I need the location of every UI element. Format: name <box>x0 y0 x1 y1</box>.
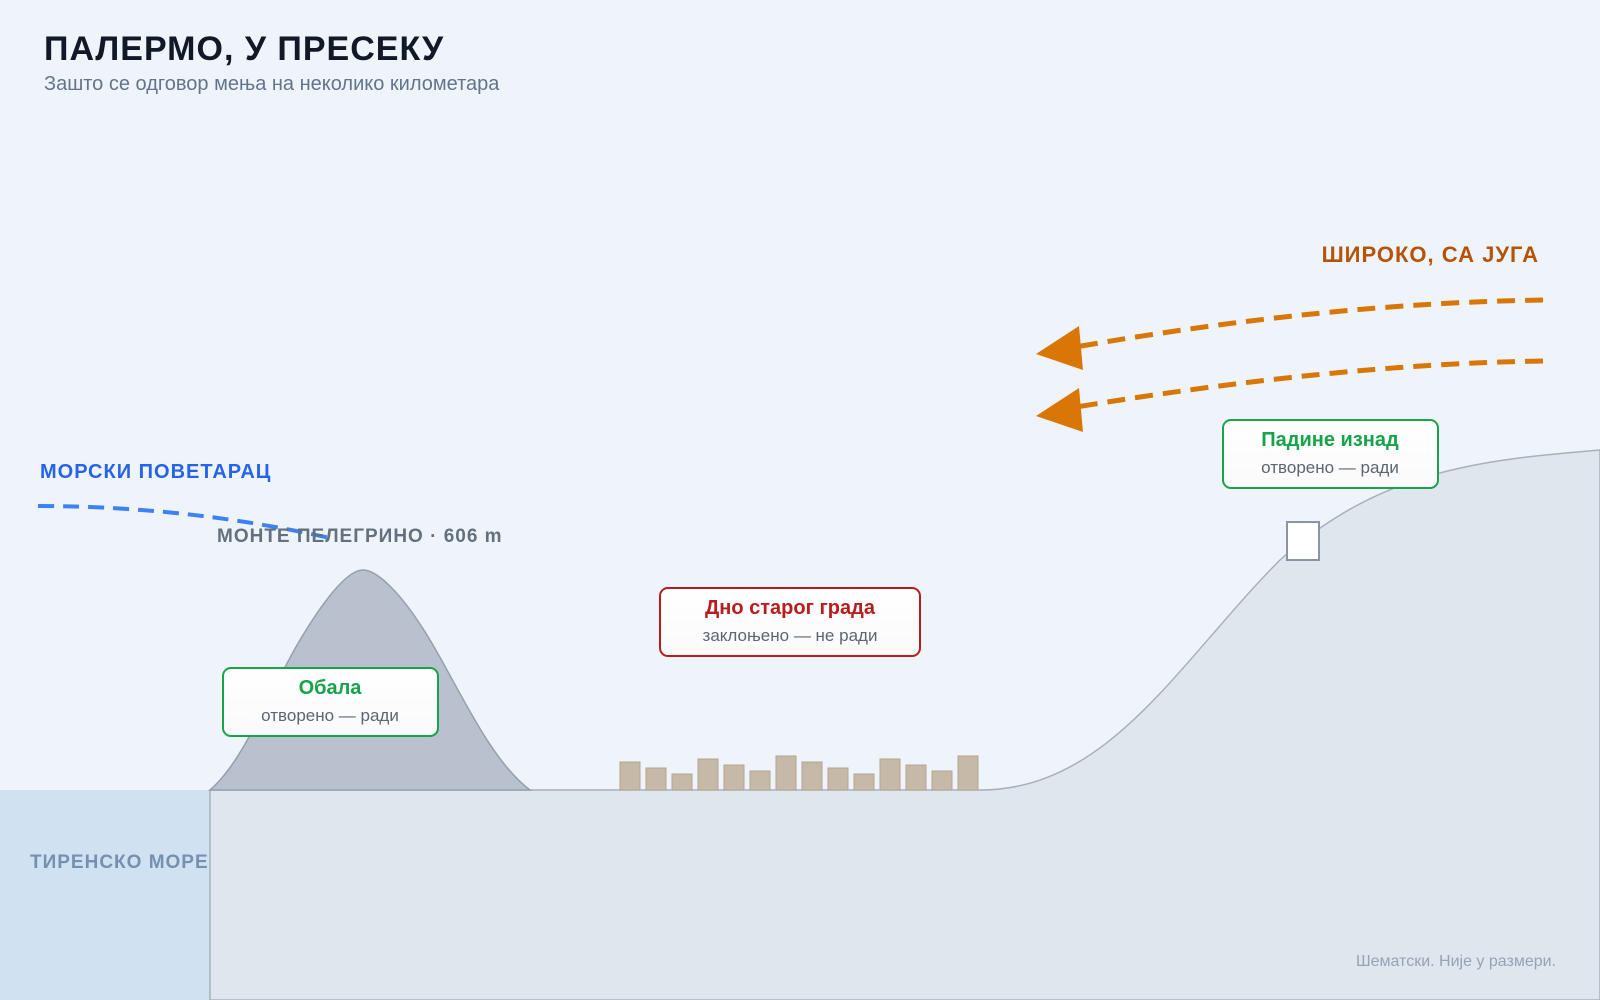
scirocco-arrow-1 <box>1069 297 1544 351</box>
old-town-buildings <box>619 755 979 791</box>
mountain-label: МОНТЕ ПЕЛЕГРИНО · 606 m <box>217 526 503 547</box>
scirocco-arrow-2 <box>1069 358 1544 411</box>
zone-title: Обала <box>299 677 363 699</box>
scirocco-arrowhead-2 <box>1036 388 1083 432</box>
page-subtitle: Зашто се одговор мења на неколико киломе… <box>44 73 500 95</box>
zone-status: заклоњено — не ради <box>703 626 878 645</box>
zone-card-coast: Обала отворено — ради <box>222 667 439 737</box>
zone-title: Дно старог града <box>705 597 876 619</box>
zone-status: отворено — ради <box>261 706 399 725</box>
scirocco-label: ШИРОКО, СА ЈУГА <box>1322 242 1539 267</box>
sea-breeze-label: МОРСКИ ПОВЕТАРАЦ <box>40 461 271 483</box>
zone-title: Падине изнад <box>1261 429 1399 451</box>
footnote: Шематски. Није у размери. <box>1356 953 1556 970</box>
sea-label: ТИРЕНСКО МОРЕ <box>30 852 209 873</box>
scirocco-arrowhead-1 <box>1036 326 1083 370</box>
zone-card-old-town: Дно старог града заклоњено — не ради <box>659 587 921 657</box>
sea-area <box>0 790 210 1000</box>
sea-breeze-arrow <box>37 504 331 540</box>
ground-terrain <box>209 449 1600 1000</box>
zone-status: отворено — ради <box>1261 458 1399 477</box>
zone-card-slopes: Падине изнад отворено — ради <box>1222 419 1439 489</box>
house-icon <box>1286 521 1320 561</box>
page-title: ПАЛЕРМО, У ПРЕСЕКУ <box>44 30 445 68</box>
